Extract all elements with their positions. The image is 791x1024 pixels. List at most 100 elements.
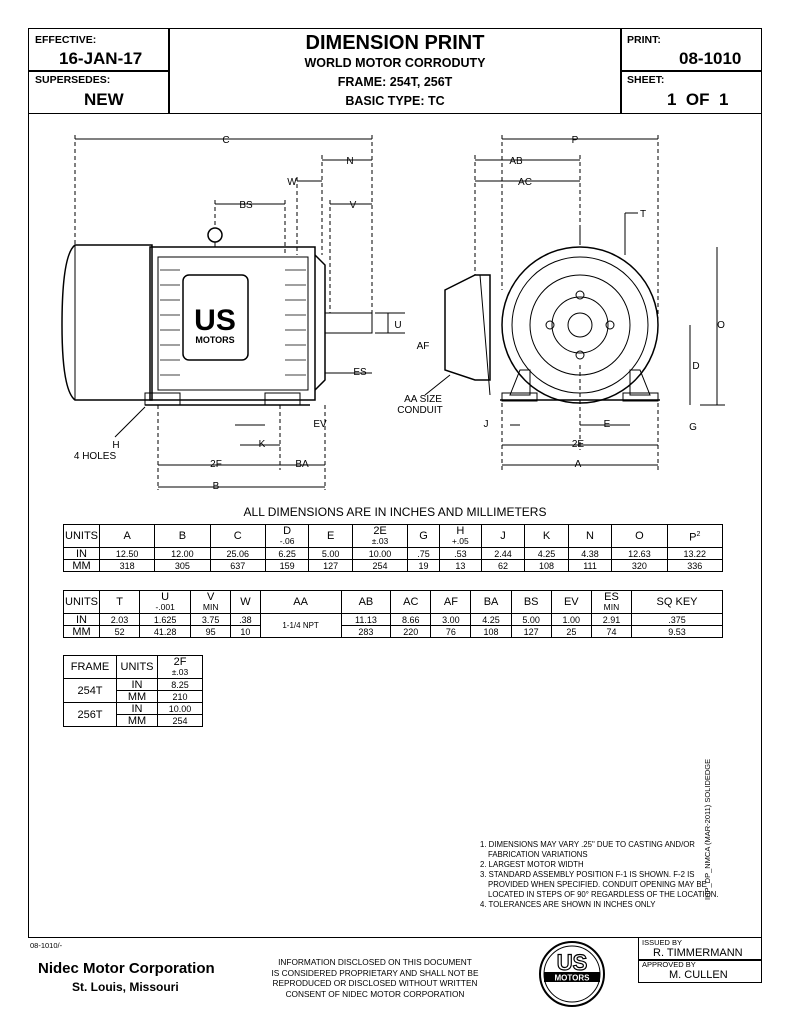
label-g: G [689, 422, 697, 433]
table-row: 254T IN 8.25 [63, 678, 203, 703]
svg-text:MOTORS: MOTORS [555, 974, 591, 983]
table-1-header: N [567, 524, 613, 548]
logo-motors: MOTORS [195, 335, 234, 345]
shaft [324, 312, 373, 334]
table-1-header: 2E±.03 [351, 524, 409, 548]
nameplate [182, 274, 249, 361]
label-o: O [717, 320, 725, 331]
table-1-header: G [407, 524, 440, 548]
label-ab: AB [509, 156, 523, 167]
supersedes-block: SUPERSEDES: NEW [28, 70, 170, 114]
table-1-header: P2 [666, 524, 724, 548]
label-v: V [350, 200, 357, 211]
company-city: St. Louis, Missouri [72, 980, 179, 994]
label-aa-size: AA SIZE [404, 394, 442, 405]
approved-by: M. CULLEN [669, 969, 728, 981]
table-1-header: D-.06 [264, 524, 310, 548]
table-1-header: UNITS [63, 524, 100, 548]
table-1-header: E [308, 524, 353, 548]
label-conduit: CONDUIT [397, 405, 443, 416]
note-1: 1. DIMENSIONS MAY VARY .25" DUE TO CASTI… [480, 840, 695, 859]
sheet-label: SHEET: [627, 74, 665, 86]
fan-cover [61, 244, 153, 401]
table-1-header: H+.05 [438, 524, 482, 548]
note-3: 3. STANDARD ASSEMBLY POSITION F-1 IS SHO… [480, 870, 719, 899]
end-shaft [567, 312, 593, 338]
label-ev: EV [313, 419, 327, 430]
note-2: 2. LARGEST MOTOR WIDTH [480, 860, 584, 869]
label-b: B [213, 481, 220, 492]
table-1-header-row: UNITS A B C D-.06 E 2E±.03 G H+.05 J K N… [63, 524, 724, 548]
print-value: 08-1010 [679, 49, 742, 68]
table-1-header: O [611, 524, 668, 548]
label-2e: 2E [572, 439, 585, 450]
doc-ref: 08-1010/- [30, 941, 63, 950]
note-4: 4. TOLERANCES ARE SHOWN IN INCHES ONLY [480, 900, 656, 909]
effective-value: 16-JAN-17 [59, 49, 143, 68]
table-1-header: B [154, 524, 211, 548]
svg-text:US: US [557, 950, 588, 975]
label-w: W [287, 177, 297, 188]
notes: 1. DIMENSIONS MAY VARY .25" DUE TO CASTI… [480, 840, 730, 910]
table-1-header: K [524, 524, 569, 548]
sheet-value: 1 OF 1 [667, 90, 729, 109]
disclaimer: INFORMATION DISCLOSED ON THIS DOCUMENT I… [271, 957, 479, 999]
effective-block: EFFECTIVE: 16-JAN-17 [28, 28, 170, 72]
table-row: MM 254 [64, 714, 203, 727]
label-c: C [222, 135, 229, 146]
table-row: 256T IN 10.00 [63, 702, 203, 727]
supersedes-label: SUPERSEDES: [35, 74, 111, 86]
label-j: J [484, 419, 489, 430]
sheet-block: SHEET: 1 OF 1 [620, 70, 762, 114]
motor-body [149, 246, 316, 401]
dimension-table-1: UNITS A B C D-.06 E 2E±.03 G H+.05 J K N… [63, 524, 724, 572]
effective-label: EFFECTIVE: [35, 34, 97, 46]
company-name: Nidec Motor Corporation [38, 960, 215, 977]
label-k: K [259, 439, 266, 450]
print-block: PRINT: 08-1010 [620, 28, 762, 72]
issued-block: ISSUED BY R. TIMMERMANN [638, 937, 762, 961]
title-line-2: FRAME: 254T, 256T [337, 75, 453, 89]
issued-by: R. TIMMERMANN [653, 947, 743, 959]
conduit-box [444, 274, 491, 381]
label-4-holes: 4 HOLES [74, 451, 117, 462]
page-title: DIMENSION PRINT [305, 32, 485, 54]
label-e: E [604, 419, 611, 430]
label-u: U [394, 320, 401, 331]
print-label: PRINT: [627, 34, 661, 46]
label-2f: 2F [210, 459, 222, 470]
label-h: H [112, 440, 119, 451]
side-note: IHP_DP_NMCA (MAR-2011) SOLIDEDGE [703, 758, 712, 900]
table-title: ALL DIMENSIONS ARE IN INCHES AND MILLIME… [243, 505, 547, 519]
foot-right [264, 392, 301, 406]
label-es: ES [353, 367, 367, 378]
lifting-eye [207, 227, 223, 243]
table-row: MM 210 [64, 690, 203, 703]
label-p: P [572, 135, 579, 146]
label-d: D [692, 361, 699, 372]
supersedes-value: NEW [84, 90, 124, 109]
label-n: N [346, 156, 353, 167]
label-af: AF [417, 341, 430, 352]
title-line-1: WORLD MOTOR CORRODUTY [304, 56, 486, 70]
title-block: DIMENSION PRINT WORLD MOTOR CORRODUTY FR… [168, 28, 622, 114]
us-motors-logo: US MOTORS [539, 941, 605, 1007]
label-bs: BS [239, 200, 253, 211]
label-ac: AC [518, 177, 532, 188]
approved-block: APPROVED BY M. CULLEN [638, 959, 762, 983]
title-line-3: BASIC TYPE: TC [345, 94, 445, 108]
frame-table: FRAME UNITS 2F±.03 254T IN 8.25 MM 210 2… [63, 655, 203, 727]
label-a: A [575, 459, 582, 470]
label-t: T [640, 209, 646, 220]
table-1-header: J [480, 524, 526, 548]
motor-drawing: US MOTORS C N W BS V U AF ES EV K H 4 HO… [61, 135, 725, 492]
logo-us: US [194, 304, 236, 337]
table-1-header: A [98, 524, 156, 548]
label-ba: BA [295, 459, 309, 470]
